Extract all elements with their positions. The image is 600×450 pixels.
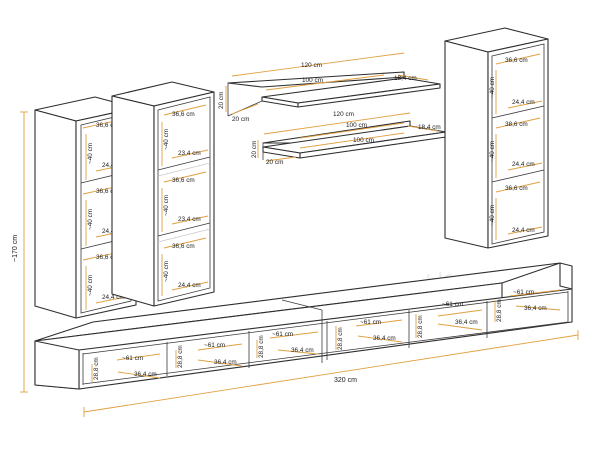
shelf-top-width: 120 cm [301, 62, 322, 69]
cabinet-right-height-3: ~40 cm [489, 205, 496, 226]
tv-height-5: 28,8 cm [417, 315, 424, 338]
cabinet-right: 36,6 cm 38,6 cm 36,6 cm ~40 cm ~40 cm ~4… [444, 27, 549, 249]
cabinet-middle-depth-1: 23,4 cm [178, 150, 201, 157]
cabinet-middle-width-1: 36,6 cm [172, 111, 195, 118]
cabinet-right-depth-1: 24,4 cm [512, 99, 535, 106]
tv-depth-1: 36,4 cm [134, 371, 157, 378]
shelf-bottom-side: 20 cm [266, 159, 283, 166]
overall-height-label: ~170 cm [12, 235, 19, 262]
cabinet-right-width-3: 36,6 cm [505, 185, 528, 192]
overall-width-dimension: 320 cm [83, 330, 579, 417]
cabinet-middle-height-1: ~40 cm [163, 129, 170, 150]
cabinet-middle-width-2: 36,6 cm [172, 177, 195, 184]
tv-width-6: ~61 cm [513, 289, 534, 296]
cabinet-right-height-2: ~40 cm [489, 141, 496, 162]
tv-depth-2: 36,4 cm [214, 359, 237, 366]
shelf-bottom-inner: 100 cm [353, 137, 374, 144]
cabinet-left-height-1: ~40 cm [87, 143, 94, 164]
shelf-top-inner: 100 cm [302, 77, 323, 84]
overall-height-dimension: ~170 cm [12, 111, 28, 393]
tv-height-6: 28,8 cm [496, 299, 503, 322]
tv-width-4: ~61 cm [360, 319, 381, 326]
shelf-top-side: 20 cm [232, 116, 249, 123]
tv-height-1: 28,8 cm [93, 357, 100, 380]
tv-unit: ~61 cm 28,8 cm 36,4 cm ~61 cm 28,8 cm 36… [34, 262, 573, 390]
cabinet-right-height-1: ~40 cm [489, 77, 496, 98]
cabinet-left-depth-3: 24,4 cm [102, 294, 125, 301]
shelf-bottom: 120 cm 100 cm 100 cm 18,4 cm 20 cm 20 cm [251, 111, 447, 166]
cabinet-left-height-3: ~40 cm [87, 275, 94, 296]
cabinet-middle-depth-3: 24,4 cm [178, 282, 201, 289]
tv-width-1: ~61 cm [122, 355, 143, 362]
cabinet-left-width-3: 36,6 cm [96, 254, 119, 261]
cabinet-right-depth-2: 24,4 cm [512, 161, 535, 168]
shelf-top-depth: 18,4 cm [394, 75, 417, 82]
tv-height-2: 28,8 cm [177, 345, 184, 368]
tv-height-3: 28,8 cm [258, 335, 265, 358]
tv-height-4: 28,8 cm [337, 327, 344, 350]
tv-depth-5: 36,4 cm [455, 319, 478, 326]
tv-depth-4: 36,4 cm [373, 335, 396, 342]
cabinet-left-height-2: ~40 cm [87, 209, 94, 230]
tv-depth-6: 36,4 cm [524, 305, 547, 312]
shelf-bottom-inner-top: 100 cm [346, 122, 367, 129]
cabinet-middle-height-2: ~40 cm [163, 195, 170, 216]
shelf-bottom-depth: 18,4 cm [418, 124, 441, 131]
cabinet-middle: 36,6 cm 36,6 cm 36,6 cm ~40 cm ~40 cm ~4… [111, 81, 215, 307]
cabinet-middle-depth-2: 23,4 cm [178, 216, 201, 223]
overall-width-label: 320 cm [334, 377, 357, 384]
shelf-top: 120 cm 100 cm 18,4 cm 20 cm 20 cm [218, 52, 441, 123]
shelf-top-height: 20 cm [218, 92, 225, 109]
cabinet-left-width-1: 36,6 cm [96, 122, 119, 129]
tv-width-2: ~61 cm [204, 342, 225, 349]
cabinet-right-width-1: 36,6 cm [505, 57, 528, 64]
tv-depth-3: 36,4 cm [291, 347, 314, 354]
cabinet-middle-width-3: 36,6 cm [172, 243, 195, 250]
shelf-bottom-width: 120 cm [333, 111, 354, 118]
cabinet-middle-height-3: ~40 cm [163, 261, 170, 282]
tv-width-3: ~61 cm [272, 331, 293, 338]
cabinet-right-depth-3: 24,4 cm [512, 227, 535, 234]
cabinet-right-width-2: 38,6 cm [505, 121, 528, 128]
shelf-bottom-height: 20 cm [251, 141, 258, 158]
cabinet-left-width-2: 36,6 cm [96, 188, 119, 195]
tv-width-5: ~61 cm [442, 301, 463, 308]
